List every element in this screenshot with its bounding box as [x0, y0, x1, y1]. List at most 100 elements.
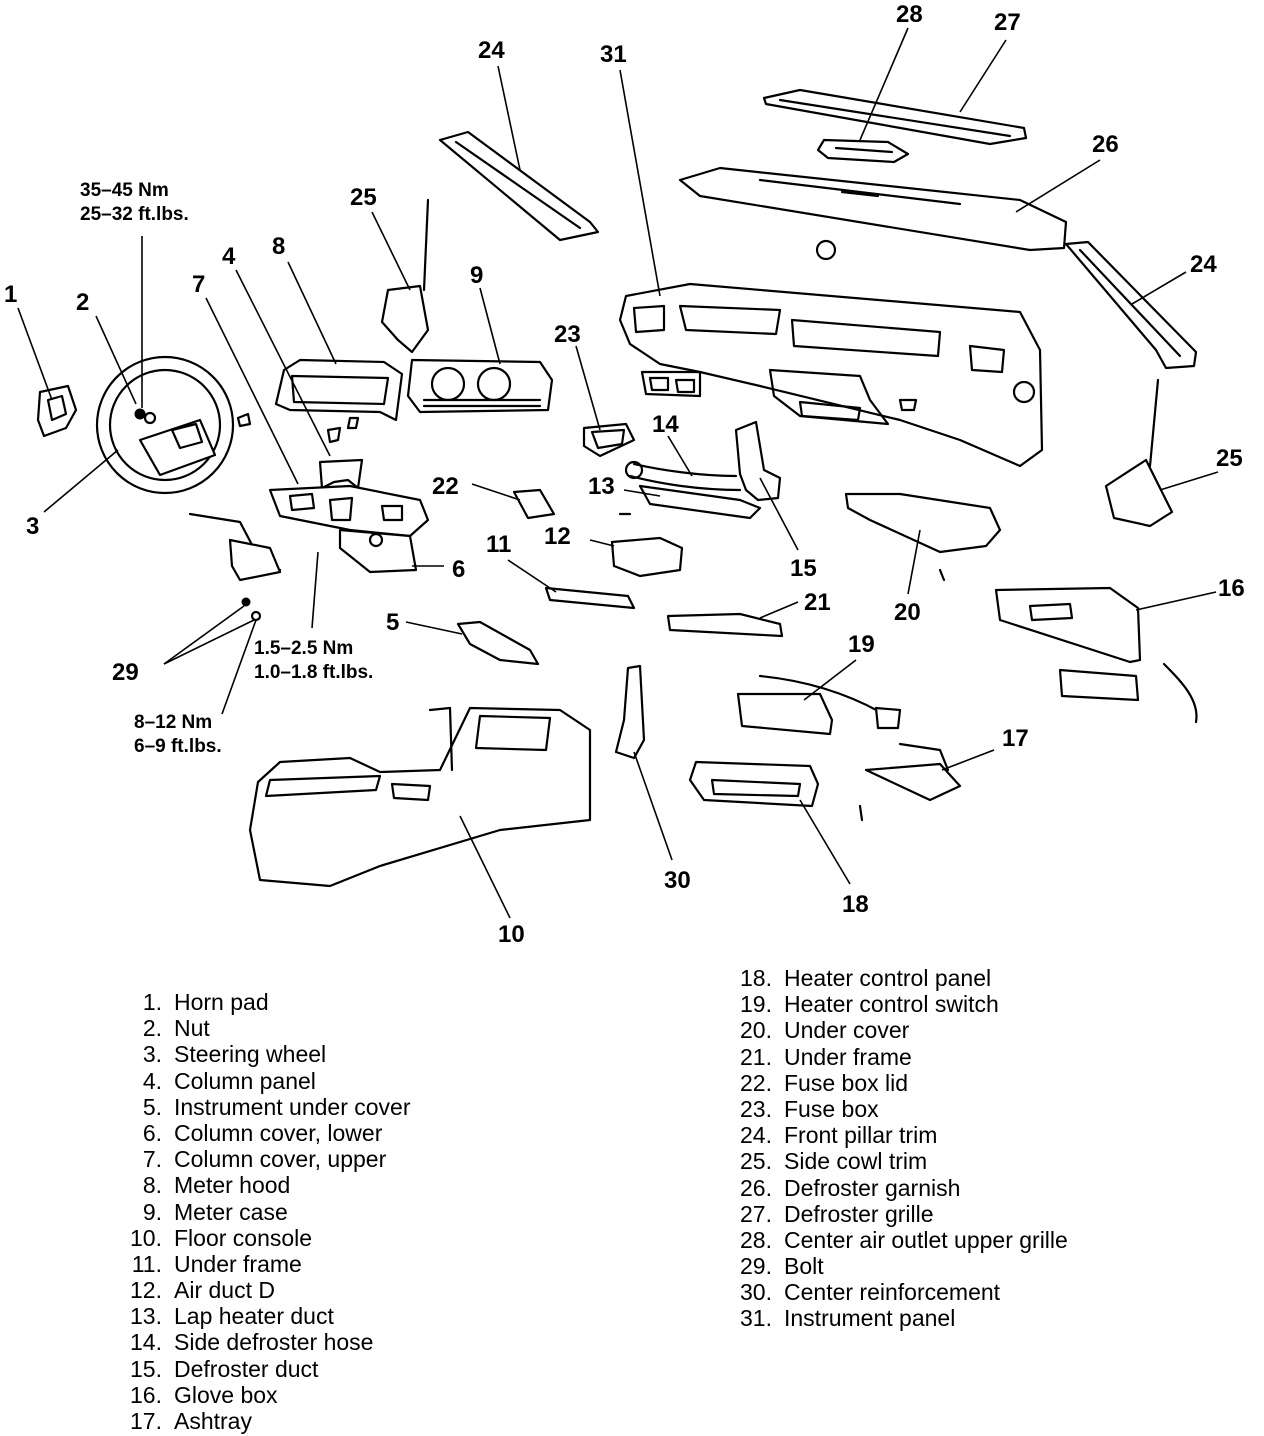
callout-22: 22 — [432, 473, 459, 500]
horn-pad-part — [36, 384, 78, 438]
front-pillar-trim-right-part — [1064, 240, 1198, 370]
legend-item: 6.Column cover, lower — [112, 1120, 632, 1146]
callout-31: 31 — [600, 41, 627, 68]
legend-item-name: Under cover — [784, 1017, 910, 1044]
legend-item-number: 31. — [740, 1305, 772, 1332]
callout-28: 28 — [896, 1, 923, 28]
legend-item-name: Floor console — [174, 1224, 313, 1251]
column-panel-part — [236, 412, 364, 490]
fuse-box-part — [582, 422, 636, 458]
legend-item: 28.Center air outlet upper grille — [722, 1227, 1242, 1253]
callout-12: 12 — [544, 523, 571, 550]
callout-19: 19 — [848, 631, 875, 658]
legend-item-number: 4. — [142, 1067, 162, 1094]
legend-item-name: Lap heater duct — [174, 1303, 334, 1330]
legend-item-name: Instrument panel — [784, 1305, 956, 1332]
legend-item: 16. Glove box — [112, 1382, 632, 1408]
legend-item-number: 10. — [130, 1224, 162, 1251]
legend-item-number: 9. — [142, 1198, 162, 1225]
callout-6: 6 — [452, 556, 465, 583]
legend-item-name: Heater control switch — [784, 991, 999, 1018]
legend-item: 5.Instrument under cover — [112, 1094, 632, 1120]
legend-item: 20. Under cover — [722, 1017, 1242, 1043]
heater-control-panel-part — [688, 760, 820, 808]
callout-13: 13 — [588, 473, 615, 500]
torque-column-nm: 1.5–2.5 Nm — [254, 638, 353, 659]
side-cowl-trim-right-part — [1104, 378, 1174, 528]
legend-item: 15.Defroster duct — [112, 1356, 632, 1382]
legend-item-name: Defroster duct — [174, 1355, 319, 1382]
air-duct-d-part — [610, 536, 684, 578]
legend-item-number: 16. — [130, 1381, 162, 1408]
legend-item-number: 19. — [740, 991, 772, 1018]
legend-item: 26.Defroster garnish — [722, 1175, 1242, 1201]
defroster-grille-part — [762, 88, 1028, 146]
legend-item-number: 8. — [142, 1172, 162, 1199]
legend-item: 27.Defroster grille — [722, 1201, 1242, 1227]
legend-item-name: Column cover, upper — [174, 1146, 387, 1173]
legend-item-name: Glove box — [174, 1381, 278, 1408]
legend-item-number: 23. — [740, 1095, 772, 1122]
legend-item-name: Instrument under cover — [174, 1093, 411, 1120]
legend-item-number: 13. — [130, 1303, 162, 1330]
legend-item-name: Steering wheel — [174, 1041, 327, 1068]
callout-1: 1 — [4, 281, 17, 308]
callout-18: 18 — [842, 891, 869, 918]
legend-item: 7. Column cover, upper — [112, 1146, 632, 1172]
callout-15: 15 — [790, 555, 817, 582]
legend-item-number: 24. — [740, 1122, 772, 1149]
callout-10: 10 — [498, 921, 525, 948]
legend-item: 8.Meter hood — [112, 1172, 632, 1198]
legend-item-name: Under frame — [784, 1043, 912, 1070]
callout-30: 30 — [664, 867, 691, 894]
legend-item-name: Fuse box — [784, 1095, 879, 1122]
callout-25b: 25 — [1216, 445, 1243, 472]
legend-item-name: Bolt — [784, 1253, 824, 1280]
torque-wheel-nm: 35–45 Nm — [80, 180, 169, 201]
legend-item-name: Side defroster hose — [174, 1329, 374, 1356]
legend-item-name: Column panel — [174, 1067, 316, 1094]
callout-27: 27 — [994, 9, 1021, 36]
legend-item-number: 21. — [740, 1043, 772, 1070]
legend-item: 17.Ashtray — [112, 1408, 632, 1434]
legend-item-number: 12. — [130, 1277, 162, 1304]
legend-item-name: Air duct D — [174, 1277, 275, 1304]
callout-14: 14 — [652, 411, 679, 438]
legend-item-number: 20. — [740, 1017, 772, 1044]
callout-21: 21 — [804, 589, 831, 616]
legend-item-number: 26. — [740, 1174, 772, 1201]
legend-item: 12. Air duct D — [112, 1277, 632, 1303]
callout-11: 11 — [486, 531, 511, 558]
legend-item: 9. Meter case — [112, 1199, 632, 1225]
callout-23: 23 — [554, 321, 581, 348]
legend-item-number: 7. — [142, 1146, 162, 1173]
legend-item-number: 18. — [740, 965, 772, 991]
floor-console-part — [248, 706, 592, 888]
legend-item-number: 22. — [740, 1069, 772, 1096]
legend-item-name: Meter case — [174, 1198, 288, 1225]
legend-item-number: 28. — [740, 1226, 772, 1253]
legend-item: 19. Heater control switch — [722, 991, 1242, 1017]
callout-7: 7 — [192, 271, 205, 298]
legend-item: 3.Steering wheel — [112, 1041, 632, 1067]
leader-lines — [17, 27, 1219, 919]
legend-item-number: 1. — [142, 989, 162, 1015]
instrument-panel-part — [618, 282, 1044, 468]
fuse-box-lid-part — [512, 488, 556, 520]
callout-8: 8 — [272, 233, 285, 260]
callout-5: 5 — [386, 609, 399, 636]
under-cover-part — [844, 492, 1002, 582]
legend-item-name: Under frame — [174, 1250, 302, 1277]
callout-16: 16 — [1218, 575, 1245, 602]
callout-2: 2 — [76, 289, 89, 316]
legend-item-name: Horn pad — [174, 989, 269, 1015]
legend-item-number: 30. — [740, 1279, 772, 1306]
callout-labels: 1 2 3 4 5 6 7 8 9 10 11 12 13 14 15 16 1… — [4, 1, 1245, 948]
legend-item-name: Ashtray — [174, 1408, 252, 1434]
legend-item: 18.Heater control panel — [722, 965, 1242, 991]
torque-bolt-nm: 8–12 Nm — [134, 712, 212, 733]
legend-item: 24.Front pillar trim — [722, 1122, 1242, 1148]
legend-item-name: Center reinforcement — [784, 1279, 1001, 1306]
